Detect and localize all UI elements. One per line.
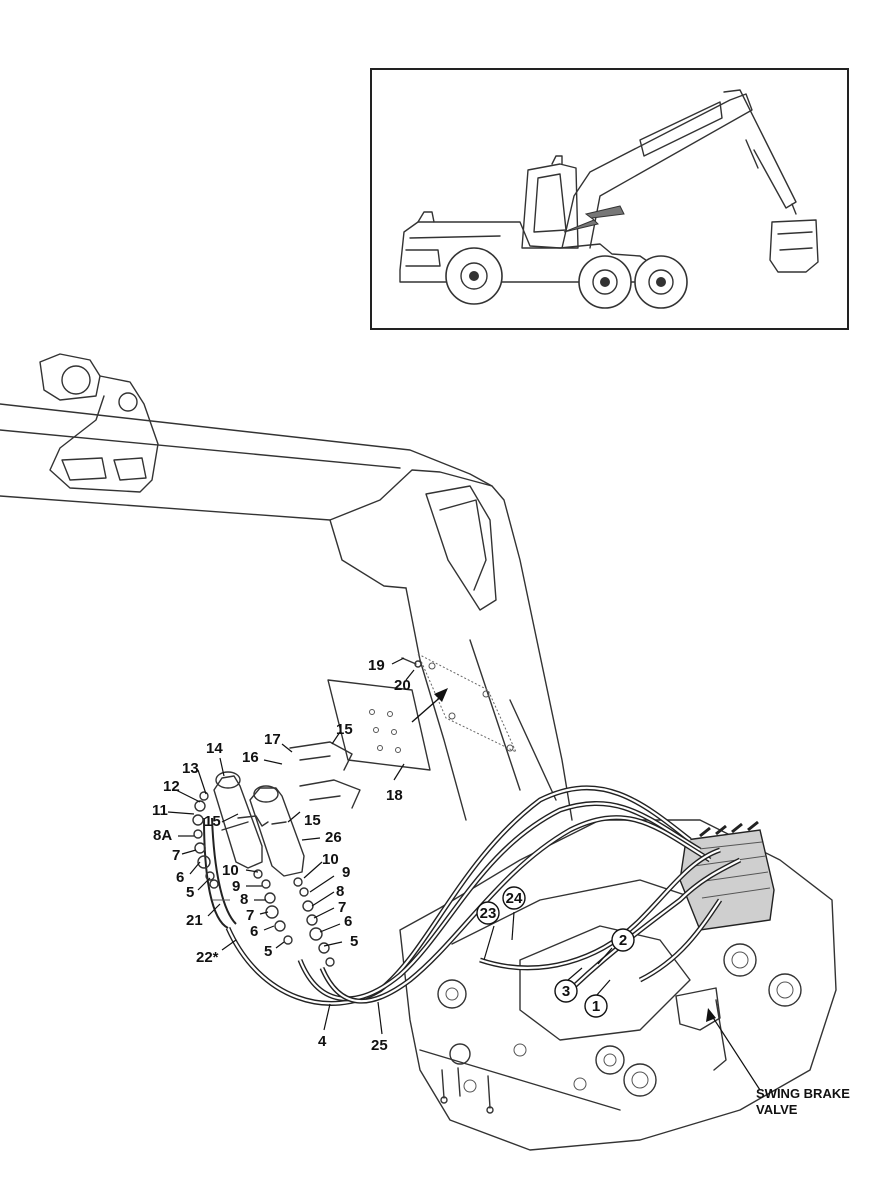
callout-23: 23 — [480, 905, 497, 922]
callout-9-right: 9 — [342, 864, 350, 881]
callout-17: 17 — [264, 731, 281, 748]
callout-10-mid: 10 — [222, 862, 239, 879]
callout-labels: 14 13 12 11 8A 15 7 6 5 21 22* 10 9 8 7 … — [152, 657, 627, 1054]
callout-18: 18 — [386, 787, 403, 804]
callout-10-right: 10 — [322, 851, 339, 868]
bolt-holes — [437, 943, 802, 1097]
callout-11: 11 — [152, 802, 168, 819]
wheel — [578, 255, 632, 309]
callout-15-right: 15 — [304, 812, 321, 829]
wheel — [634, 255, 688, 309]
callout-4: 4 — [318, 1033, 327, 1050]
callout-19: 19 — [368, 657, 385, 674]
swing-brake-valve-body — [675, 987, 727, 1071]
callout-24: 24 — [506, 890, 523, 907]
callout-7-left: 7 — [172, 847, 180, 864]
callout-5-right: 5 — [350, 933, 358, 950]
callout-7-right: 7 — [338, 899, 346, 916]
fittings-left — [192, 791, 219, 889]
callout-circles — [476, 886, 635, 1018]
callout-12: 12 — [163, 778, 180, 795]
callout-3: 3 — [562, 983, 570, 1000]
callout-21: 21 — [186, 912, 203, 929]
callout-1: 1 — [592, 998, 600, 1015]
callout-2: 2 — [619, 932, 627, 949]
wheel — [445, 247, 503, 305]
callout-6-mid: 6 — [250, 923, 258, 940]
callout-16: 16 — [242, 749, 259, 766]
callout-8a: 8A — [153, 827, 172, 844]
callout-6-left: 6 — [176, 869, 184, 886]
accumulator-assembly — [192, 657, 448, 967]
callout-8-mid: 8 — [240, 891, 248, 908]
hydraulic-hoses — [203, 785, 742, 1006]
callout-14: 14 — [206, 740, 223, 757]
leader-lines — [167, 657, 761, 1091]
fittings-right — [293, 877, 335, 967]
swing-brake-label-line1: SWING BRAKE — [756, 1086, 850, 1101]
callout-5-mid: 5 — [264, 943, 272, 960]
callout-6-right: 6 — [344, 913, 352, 930]
callout-20: 20 — [394, 677, 411, 694]
machine-inset — [370, 68, 849, 330]
callout-5-left: 5 — [186, 884, 194, 901]
callout-8-right: 8 — [336, 883, 344, 900]
callout-26: 26 — [325, 829, 342, 846]
swing-brake-valve-label: SWING BRAKE VALVE — [756, 1086, 850, 1117]
boom-structure — [0, 353, 837, 1151]
callout-13: 13 — [182, 760, 199, 777]
fittings-middle — [253, 869, 293, 945]
callout-9-mid: 9 — [232, 878, 240, 895]
callout-25: 25 — [371, 1037, 388, 1054]
callout-22: 22* — [196, 949, 219, 966]
callout-7-mid: 7 — [246, 907, 254, 924]
swing-brake-label-line2: VALVE — [756, 1102, 798, 1117]
callout-15-top: 15 — [336, 721, 353, 738]
control-valve-block — [679, 820, 775, 931]
callout-15-left: 15 — [204, 813, 221, 830]
